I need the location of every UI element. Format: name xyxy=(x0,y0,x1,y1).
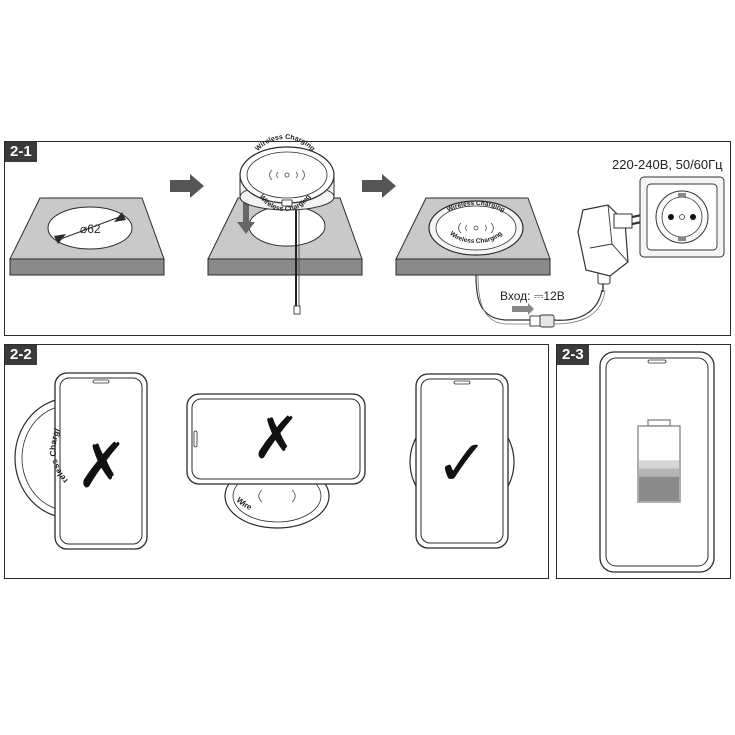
placement-off-center-mark: ✗ xyxy=(76,429,128,502)
battery-icon xyxy=(637,419,681,503)
step-arrow-2 xyxy=(362,174,396,198)
step-arrow-1 xyxy=(170,174,204,198)
placement-centered xyxy=(409,373,515,549)
mains-voltage-label: 220-240В, 50/60Гц xyxy=(612,157,723,172)
placement-horizontal-mark: ✗ xyxy=(252,404,301,472)
wall-socket xyxy=(639,176,725,258)
board-insert-charger xyxy=(207,146,363,315)
placement-horizontal xyxy=(186,393,366,529)
board-with-hole xyxy=(9,197,165,276)
input-voltage-label: Вход: ⎓12В xyxy=(500,289,565,303)
placement-off-center xyxy=(14,372,148,550)
panel-tag-2-2: 2-2 xyxy=(5,345,37,365)
board-installed-charger xyxy=(395,197,606,328)
panel-tag-2-1: 2-1 xyxy=(5,142,37,162)
hole-diameter-label: ⌀62 xyxy=(80,222,101,236)
placement-centered-mark: ✓ xyxy=(435,427,489,501)
panel-tag-2-3: 2-3 xyxy=(557,345,589,365)
power-adapter xyxy=(577,204,643,292)
